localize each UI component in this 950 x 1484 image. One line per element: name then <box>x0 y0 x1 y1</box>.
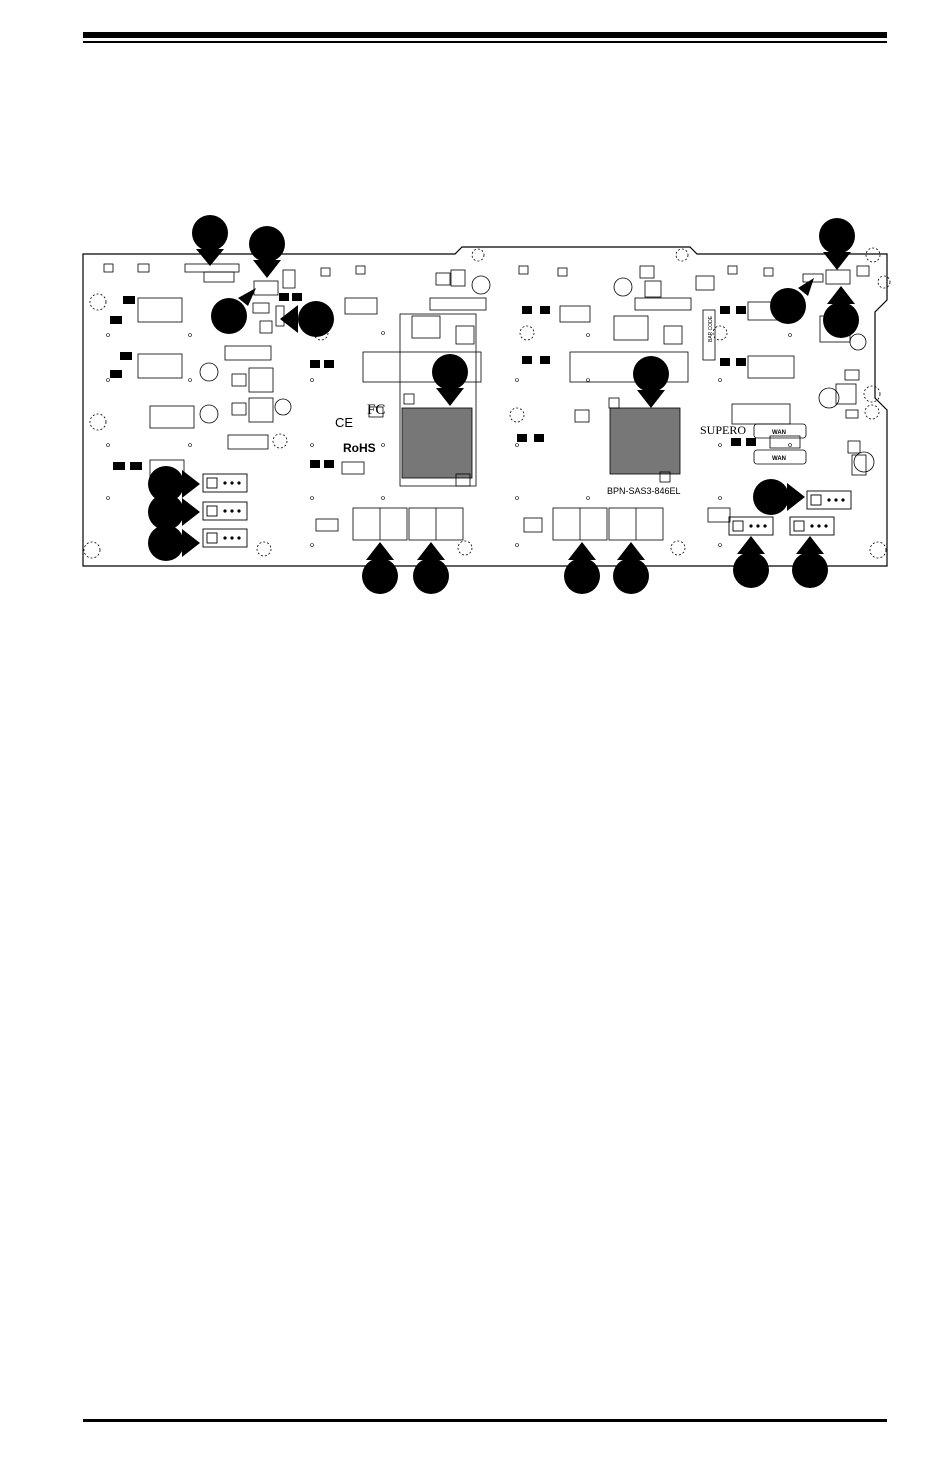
ce-mark: CE <box>335 415 353 430</box>
model-label: BPN-SAS3-846EL <box>607 486 681 496</box>
fcc-mark: FC <box>367 402 385 418</box>
brand-logo: SUPERO <box>700 423 746 437</box>
wan-label-1: WAN <box>772 430 786 436</box>
rohs-mark: RoHS <box>343 441 376 455</box>
wan-label-2: WAN <box>772 456 786 462</box>
barcode-label: BAR CODE <box>708 315 714 342</box>
footer-rule <box>83 1419 887 1422</box>
